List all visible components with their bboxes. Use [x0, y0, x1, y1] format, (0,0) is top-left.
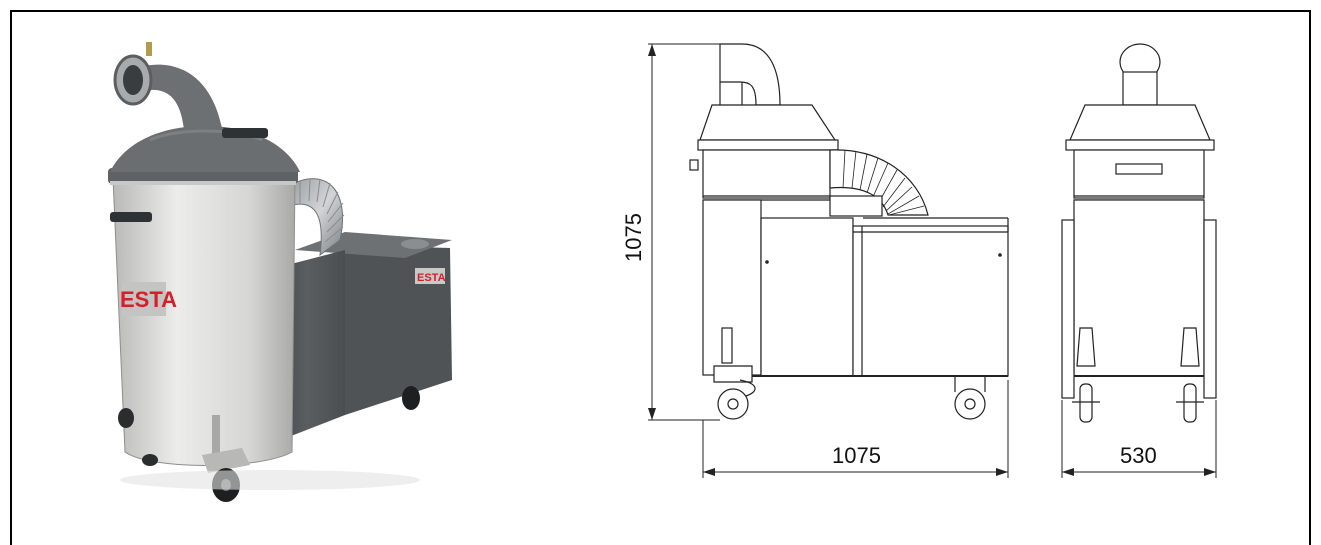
front-right-wheel [1183, 383, 1197, 423]
front-left-wheel [1079, 383, 1093, 423]
drum-band-chrome [110, 181, 296, 185]
length-dimension-label: 1075 [832, 443, 881, 468]
side-motor-box [760, 217, 854, 377]
front-logo: ESTA [120, 287, 177, 312]
width-dimension-label: 530 [1120, 443, 1157, 468]
side-front-wheel [717, 388, 749, 420]
side-logo: ESTA [417, 272, 446, 284]
motor-housing-side [345, 245, 452, 415]
side-inlet-pipe [719, 43, 781, 106]
side-rear-wheel [954, 388, 986, 420]
caster-bracket [212, 415, 220, 455]
height-dimension-label: 1075 [621, 213, 646, 262]
drum-handle [110, 212, 152, 222]
lid-handle [222, 128, 268, 138]
side-view-drawing [689, 43, 1009, 420]
front-view-drawing [1061, 43, 1217, 423]
side-lid [699, 104, 837, 141]
front-lid [1069, 104, 1211, 141]
inlet-elbow [130, 64, 222, 130]
exhaust-vent [401, 239, 429, 249]
dimension-lines [648, 43, 1217, 478]
flexible-hose [289, 178, 344, 257]
product-photo: ESTA ESTA [108, 42, 452, 502]
front-logo-bg [122, 282, 166, 316]
rear-wheel [402, 386, 420, 410]
side-upper-drum [702, 149, 831, 199]
lid [110, 126, 300, 172]
side-logo-bg [415, 268, 445, 284]
